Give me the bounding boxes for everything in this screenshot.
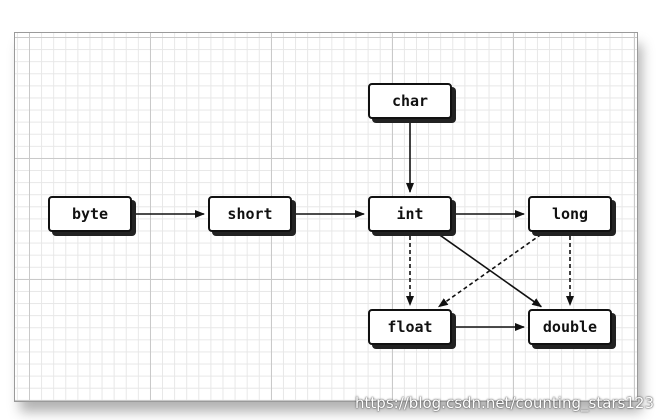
edge-int-to-double bbox=[438, 233, 543, 308]
node-char: char bbox=[368, 83, 452, 119]
watermark-text: https://blog.csdn.net/counting_stars123 bbox=[355, 394, 654, 412]
node-int-label: int bbox=[396, 204, 424, 223]
node-long: long bbox=[528, 196, 612, 232]
node-float: float bbox=[368, 309, 452, 345]
node-char-label: char bbox=[391, 91, 429, 110]
node-byte: byte bbox=[48, 196, 132, 232]
node-long-label: long bbox=[551, 204, 589, 223]
node-short: short bbox=[208, 196, 292, 232]
node-byte-label: byte bbox=[71, 204, 109, 223]
node-float-label: float bbox=[387, 317, 433, 336]
node-int: int bbox=[368, 196, 452, 232]
node-double: double bbox=[528, 309, 612, 345]
node-short-label: short bbox=[227, 204, 273, 223]
node-double-label: double bbox=[542, 317, 598, 336]
